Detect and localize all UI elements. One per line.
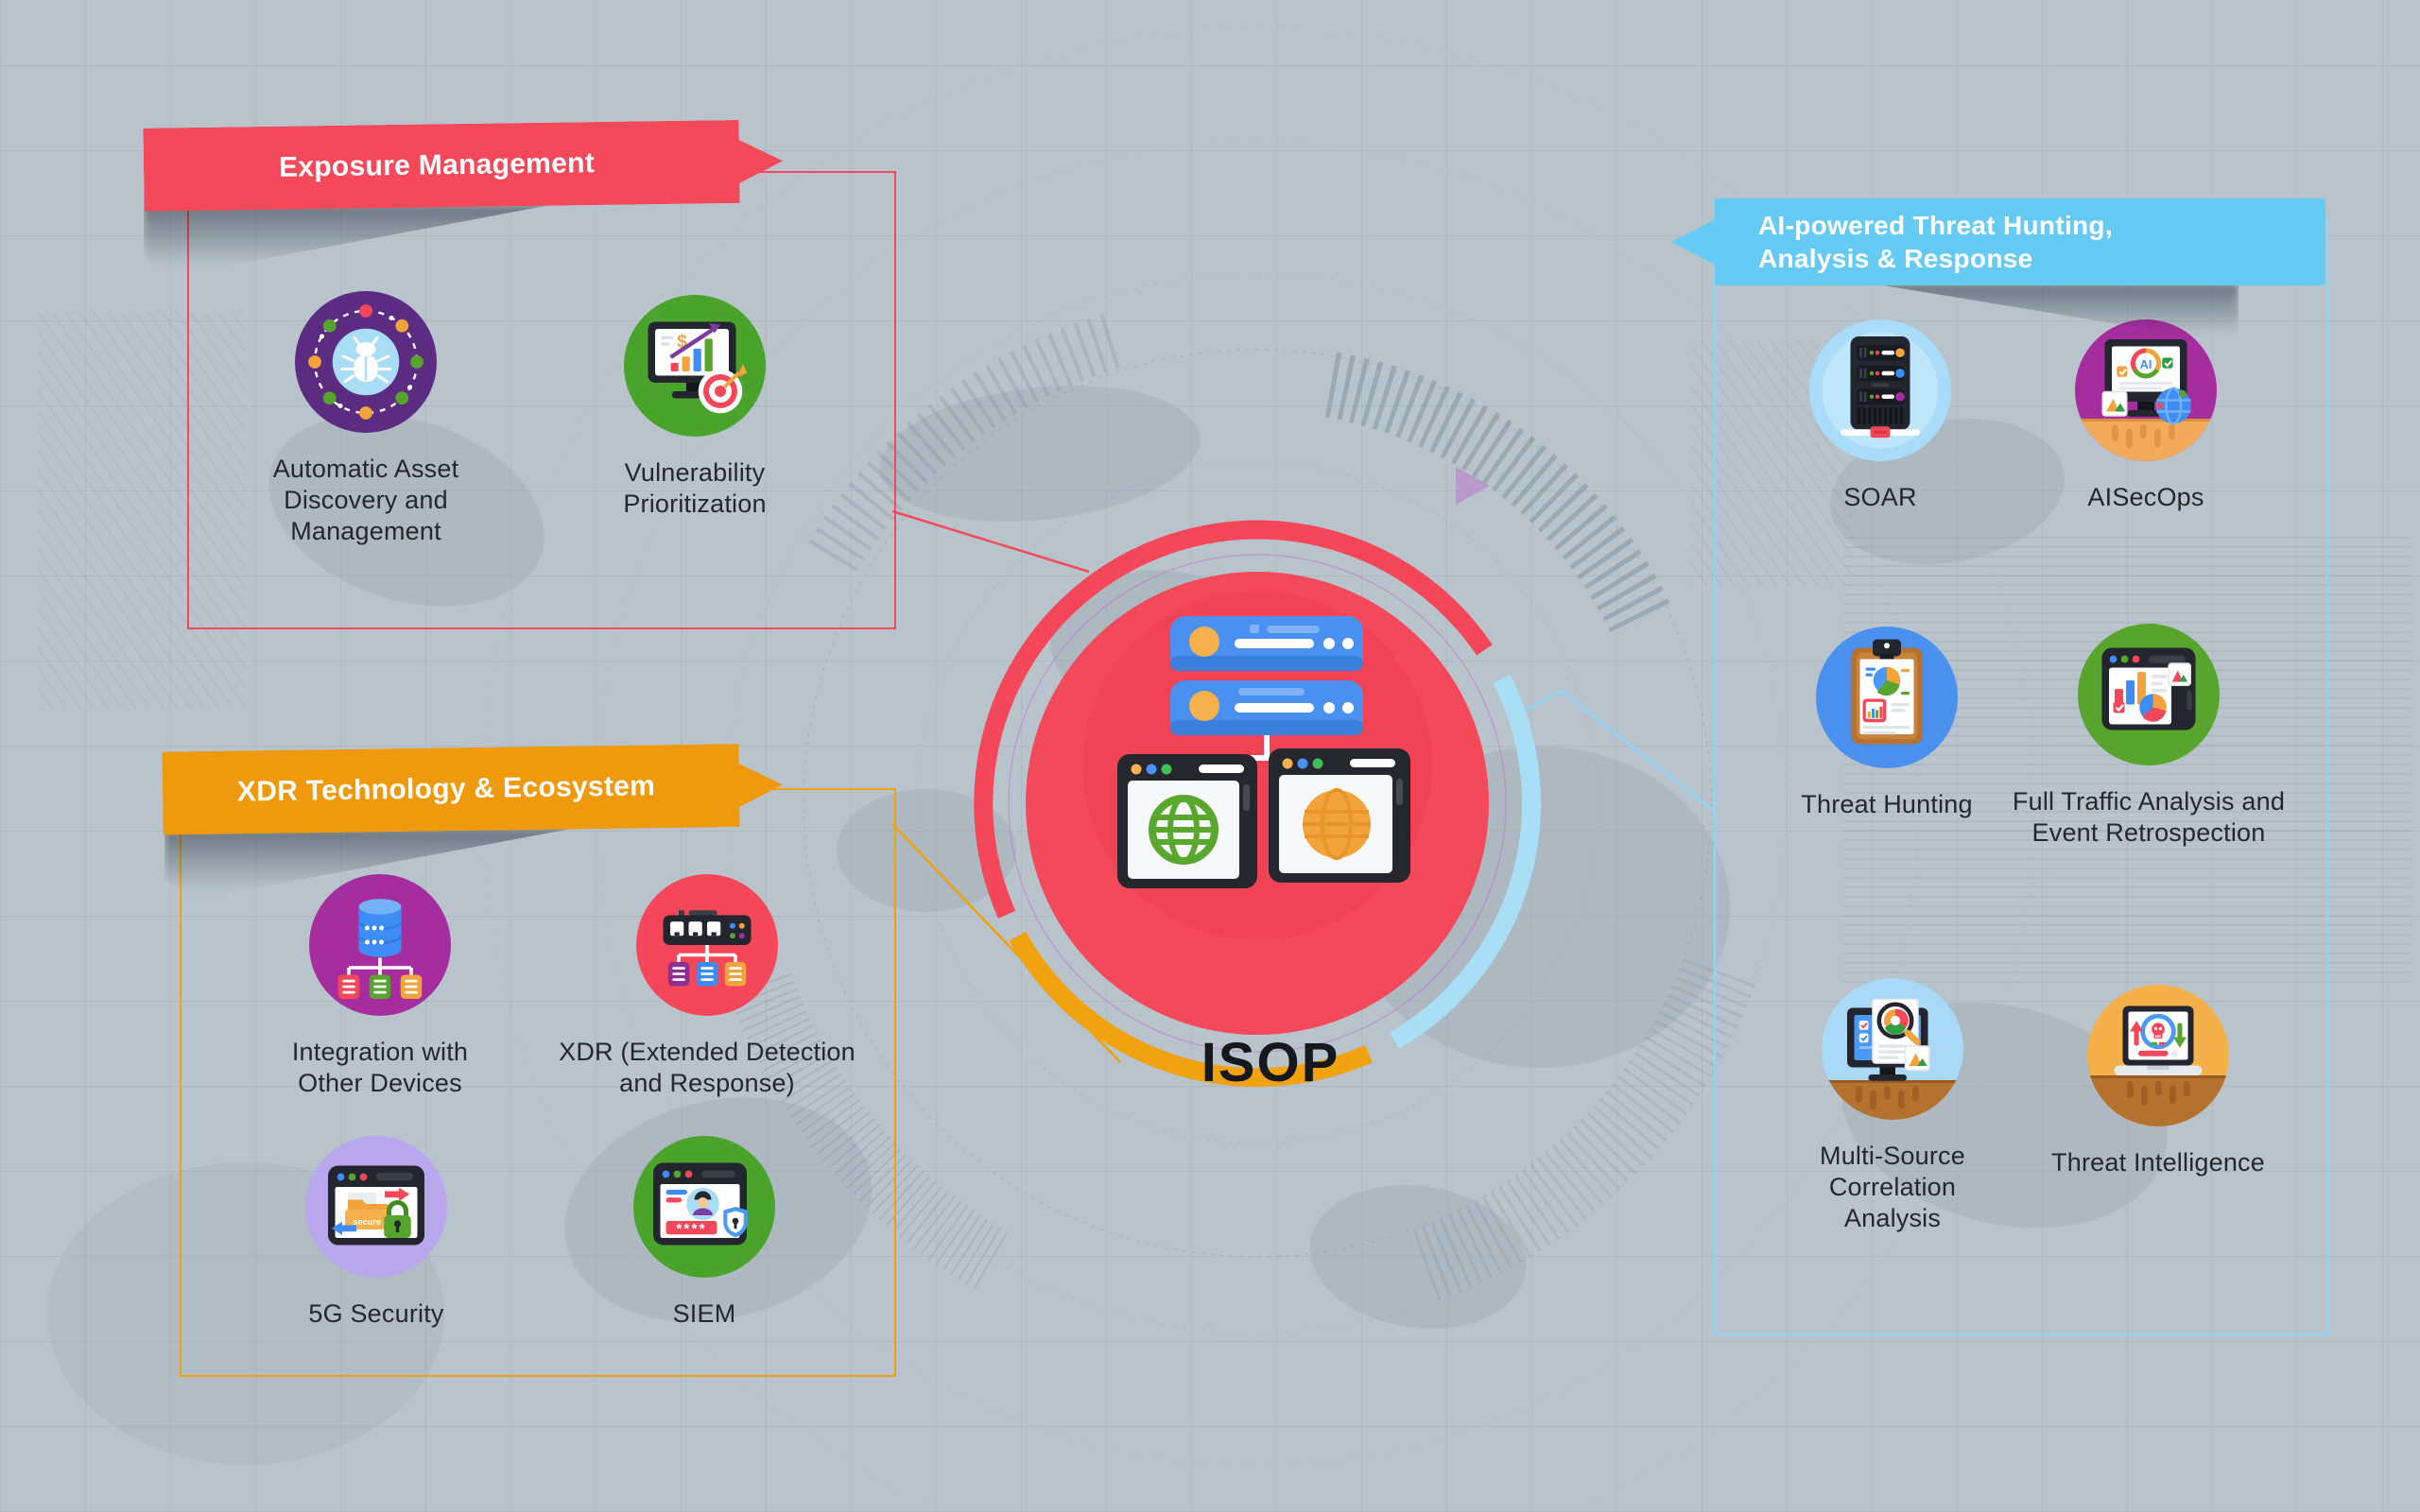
item-multi-source-correlation: Multi-Source Correlation Analysis xyxy=(1798,978,1987,1234)
ring-orange-arc xyxy=(1009,931,1374,1088)
hub-connectors xyxy=(1184,732,1342,792)
item-xdr: XDR (Extended Detection and Response) xyxy=(551,874,863,1099)
item-5g-security: secure 5G Security xyxy=(258,1136,494,1330)
secure-browser-icon: secure xyxy=(305,1136,447,1278)
center-hub: ISOP xyxy=(974,520,1542,1093)
svg-text:$: $ xyxy=(677,332,687,352)
clipboard-report-icon xyxy=(1816,627,1958,768)
item-aisecops: AI AISecOps xyxy=(2028,319,2264,513)
server-stack-illustration xyxy=(1170,616,1363,735)
exposure-banner-title: Exposure Management xyxy=(278,147,596,183)
item-label: Automatic Asset Discovery and Management xyxy=(272,455,459,545)
item-soar: SOAR xyxy=(1767,319,1994,513)
item-label: Threat Hunting xyxy=(1801,790,1973,818)
hub-ring xyxy=(974,520,1542,1088)
item-integration-other-devices: Integration with Other Devices xyxy=(262,874,498,1099)
item-label: XDR (Extended Detection and Response) xyxy=(559,1038,856,1097)
item-threat-hunting: Threat Hunting xyxy=(1764,627,2010,820)
item-label: SOAR xyxy=(1843,483,1917,511)
item-label: Integration with Other Devices xyxy=(291,1038,469,1097)
green-globe-browser-illustration xyxy=(1117,754,1257,888)
item-label: SIEM xyxy=(672,1299,736,1328)
item-label: Vulnerability Prioritization xyxy=(623,458,767,518)
item-label: AISecOps xyxy=(2087,483,2204,511)
item-siem: **** SIEM xyxy=(586,1136,822,1330)
item-automatic-asset-discovery: Automatic Asset Discovery and Management xyxy=(248,291,484,547)
thin-purple-ring xyxy=(1008,554,1507,1053)
hub-title: ISOP xyxy=(1201,1032,1340,1093)
item-label: Threat Intelligence xyxy=(2051,1148,2265,1177)
monitor-magnifier-icon xyxy=(1822,978,1963,1120)
laptop-skull-icon xyxy=(2087,985,2229,1126)
password-asterisks-text: **** xyxy=(676,1221,706,1237)
item-full-traffic-analysis: Full Traffic Analysis and Event Retrospe… xyxy=(2012,624,2286,849)
exposure-connector-line xyxy=(891,509,1090,574)
item-vulnerability-prioritization: $ Vulnerability Prioritization xyxy=(591,295,799,520)
ai-banner-title: AI-powered Threat Hunting, Analysis & Re… xyxy=(1758,211,2113,273)
secure-folder-text: secure xyxy=(353,1217,381,1227)
login-shield-icon: **** xyxy=(633,1136,775,1278)
ai-connector-line xyxy=(1512,689,1715,812)
ai-banner: AI-powered Threat Hunting, Analysis & Re… xyxy=(1671,198,2325,285)
bug-network-icon xyxy=(295,291,437,433)
item-label: Full Traffic Analysis and Event Retrospe… xyxy=(2012,787,2286,847)
ai-monitor-icon: AI xyxy=(2075,319,2217,461)
traffic-browser-icon xyxy=(2078,624,2220,765)
item-label: 5G Security xyxy=(308,1299,444,1328)
diagonal-hatch-patch xyxy=(38,312,246,709)
database-devices-icon xyxy=(309,874,451,1016)
xdr-banner: XDR Technology & Ecosystem xyxy=(162,743,783,834)
chart-target-icon: $ xyxy=(624,295,766,437)
network-switch-icon xyxy=(636,874,778,1016)
ring-blue-arc xyxy=(1389,674,1542,1049)
orange-globe-browser-illustration xyxy=(1269,748,1410,883)
exposure-banner: Exposure Management xyxy=(143,119,783,211)
item-label: Multi-Source Correlation Analysis xyxy=(1820,1142,1965,1232)
ai-logo-text: AI xyxy=(2140,357,2152,371)
ring-red-arc xyxy=(974,520,1493,919)
radar-rings xyxy=(481,27,2033,1512)
xdr-banner-title: XDR Technology & Ecosystem xyxy=(236,770,656,808)
server-rack-icon xyxy=(1809,319,1951,461)
item-threat-intelligence: Threat Intelligence xyxy=(2007,985,2309,1178)
